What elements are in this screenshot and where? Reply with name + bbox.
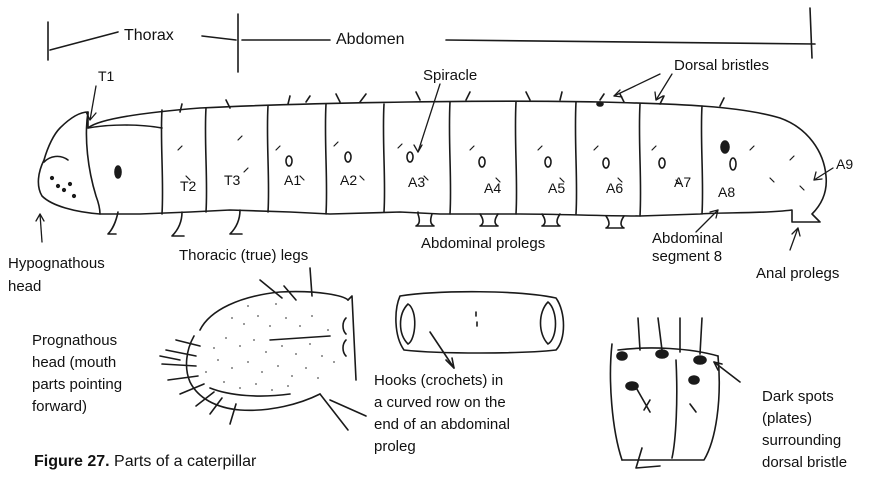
abdomen-label: Abdomen (336, 30, 405, 50)
segment-label-t2: T2 (180, 176, 196, 196)
hooks-label: Hooks (crochets) in a curved row on the … (374, 370, 510, 458)
figure-caption-text: Parts of a caterpillar (114, 453, 256, 470)
dark-spots-inset (610, 318, 740, 468)
segment-label-a4: A4 (484, 178, 501, 198)
anal-prolegs-label: Anal prolegs (756, 264, 839, 284)
segment-label-a5: A5 (548, 178, 565, 198)
segment-label-t3: T3 (224, 170, 240, 190)
prognathous-head-stipple (205, 303, 335, 391)
segment-label-a1: A1 (284, 170, 301, 190)
dorsal-bristles-label: Dorsal bristles (674, 56, 769, 76)
figure-number: Figure 27. (34, 453, 110, 470)
hypognathous-head-label: Hypognathous head (8, 252, 105, 298)
proleg-hooks-inset (396, 292, 564, 368)
prognathous-head-label: Prognathous head (mouth parts pointing f… (32, 330, 122, 418)
segment-label-a7: A7 (674, 172, 691, 192)
spiracles (286, 141, 736, 170)
pointer-lines (36, 74, 833, 250)
segment-label-a3: A3 (408, 172, 425, 192)
thorax-label: Thorax (124, 26, 174, 46)
dark-spots-label: Dark spots (plates) surrounding dorsal b… (762, 386, 847, 474)
abdominal-segment-8-label: Abdominal segment 8 (652, 230, 723, 266)
segment-label-t1: T1 (98, 66, 114, 86)
segment-label-a9: A9 (836, 154, 853, 174)
segment-label-a2: A2 (340, 170, 357, 190)
prognathous-head-inset (160, 268, 366, 430)
segment-dividers (161, 102, 702, 216)
thoracic-legs-label: Thoracic (true) legs (179, 246, 308, 266)
figure-caption: Figure 27. Parts of a caterpillar (34, 452, 256, 472)
segment-label-a6: A6 (606, 178, 623, 198)
abdominal-prolegs-label: Abdominal prolegs (421, 234, 545, 254)
spiracle-label: Spiracle (423, 66, 477, 86)
segment-label-a8: A8 (718, 182, 735, 202)
caterpillar-body-outline (38, 101, 826, 222)
